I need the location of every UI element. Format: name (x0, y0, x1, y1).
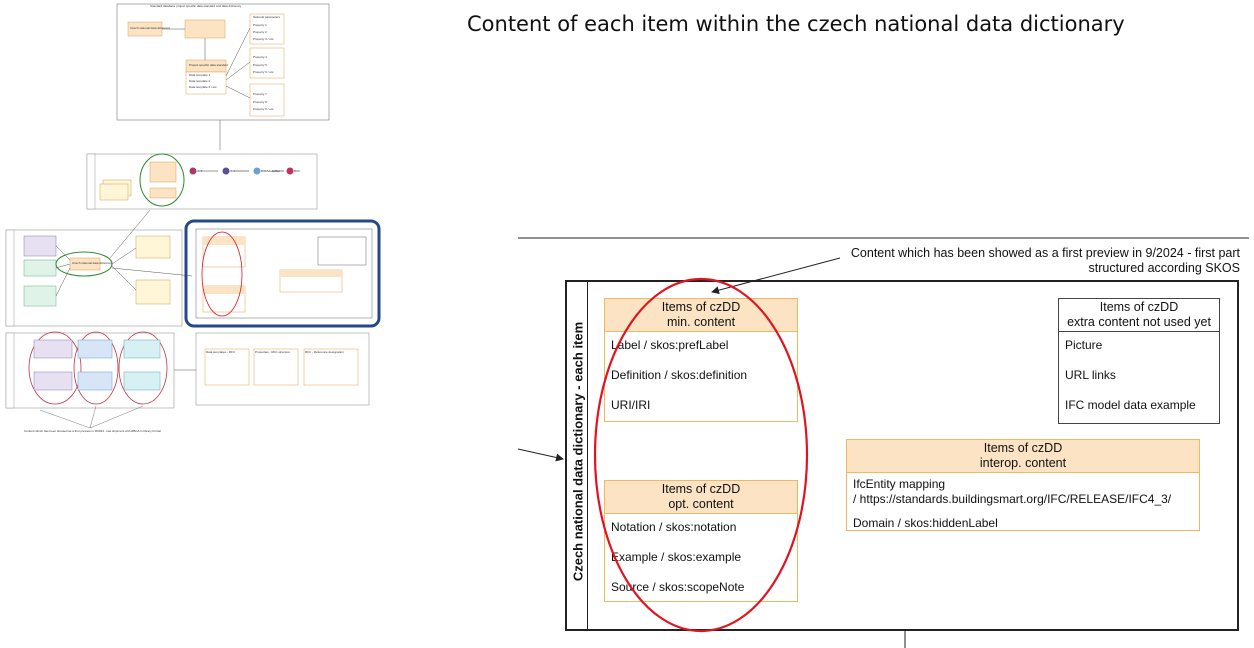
thumbnail-node: Property 7 (253, 93, 267, 96)
extra-content-header: Items of czDD extra content not used yet (1059, 299, 1219, 332)
item-url-links: URL links (1065, 368, 1116, 382)
item-label: Label / skos:prefLabel (611, 338, 729, 352)
item-ifc-entity-mapping: IfcEntity mapping (853, 477, 946, 491)
thumbnail-node: Property 2 (253, 31, 267, 34)
thumbnail-bottom-group: Data templates - RFC (206, 351, 236, 354)
item-definition: Definition / skos:definition (611, 368, 748, 382)
item-picture: Picture (1065, 338, 1103, 352)
slide-title: Content of each item within the czech na… (467, 12, 1125, 36)
min-content-header: Items of czDD min. content (605, 299, 797, 332)
thumbnail-node: Data template 3 / etc. (189, 86, 218, 89)
thumbnail-node: Data template 1 (189, 74, 211, 77)
thumbnail-node: Property 1 (253, 24, 267, 27)
side-label: Czech national data dictionary - each it… (570, 321, 586, 582)
thumbnail-node: Data template 2 (189, 80, 211, 83)
thumbnail-node: Project specific data standard (189, 64, 229, 67)
thumbnail-bottom-group: RFC - Reference designation (305, 351, 344, 354)
opt-content-box: Items of czDD opt. content Notation / sk… (604, 480, 798, 602)
thumbnail-node: Property 5 (253, 64, 267, 67)
side-label-column: Czech national data dictionary - each it… (565, 280, 588, 631)
min-content-box: Items of czDD min. content Label / skos:… (604, 298, 798, 422)
item-ifc-model-example: IFC model data example (1065, 398, 1196, 412)
dictionary-item-frame (565, 280, 1239, 631)
item-ifc-url: / https://standards.buildingsmart.org/IF… (853, 492, 1172, 506)
thumbnail-flow-item: IFC (230, 170, 235, 173)
item-example: Example / skos:example (611, 550, 742, 564)
thumbnail-top-title: Standard database project specific data … (150, 5, 242, 8)
preview-caption: Content which has been showed as a first… (850, 246, 1240, 275)
thumbnail-node: Property 4 (253, 56, 267, 59)
thumbnail-footer-note: Content which has been showed as a first… (24, 430, 161, 433)
thumbnail-node: Property 6 / etc. (253, 71, 275, 74)
thumbnail-node: Property 3 / etc. (253, 38, 275, 41)
interop-content-header: Items of czDD interop. content (847, 440, 1199, 473)
thumbnail-node: Property 8 (253, 101, 267, 104)
item-source: Source / skos:scopeNote (611, 580, 745, 594)
thumbnail-flow-item: IDS (197, 170, 203, 173)
thumbnail-node: National parameters (253, 16, 281, 19)
thumbnail-bottom-group: Properties - RFC structure (255, 351, 291, 354)
thumbnail-node: Property 9 / etc. (253, 108, 275, 111)
overview-diagram-thumbnail (5, 3, 381, 429)
thumbnail-node: Czech national data dictionary (72, 262, 113, 265)
item-domain: Domain / skos:hiddenLabel (853, 516, 998, 530)
item-uri: URI/IRI (611, 398, 651, 412)
interop-content-box: Items of czDD interop. content IfcEntity… (846, 439, 1200, 531)
item-notation: Notation / skos:notation (611, 520, 737, 534)
thumbnail-flow-item: BIM/ModelSet (261, 170, 280, 173)
thumbnail-flow-item: BCF (294, 170, 300, 173)
thumbnail-node: Czech national data dictionary (130, 27, 171, 30)
opt-content-header: Items of czDD opt. content (605, 481, 797, 514)
extra-content-box: Items of czDD extra content not used yet… (1058, 298, 1220, 424)
